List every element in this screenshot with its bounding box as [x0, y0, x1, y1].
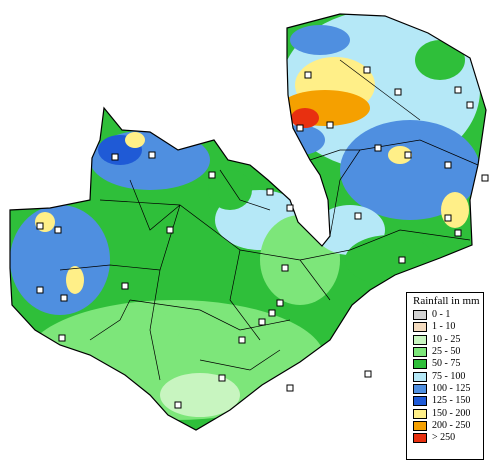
station-marker — [121, 282, 129, 290]
legend-row: > 250 — [413, 432, 479, 444]
rain-zone-south-light — [160, 373, 240, 417]
station-marker — [60, 294, 68, 302]
legend-swatch — [413, 322, 427, 333]
weather-stations — [36, 66, 489, 409]
station-marker — [276, 299, 284, 307]
station-marker — [174, 401, 182, 409]
station-marker — [481, 174, 489, 182]
station-marker — [111, 153, 119, 161]
legend-label: 200 - 250 — [432, 419, 471, 431]
station-marker — [363, 66, 371, 74]
rain-zone-north-tip — [290, 25, 350, 55]
station-marker — [374, 144, 382, 152]
station-marker — [266, 188, 274, 196]
legend-swatch — [413, 396, 427, 407]
station-marker — [444, 214, 452, 222]
province-line-8 — [339, 59, 421, 121]
station-marker — [36, 222, 44, 230]
province-line-3 — [149, 204, 181, 381]
province-line-10 — [199, 349, 281, 371]
station-marker — [218, 374, 226, 382]
province-boundaries — [59, 59, 479, 381]
legend-swatch — [413, 334, 427, 345]
legend-label: 0 - 1 — [432, 309, 451, 321]
province-line-13 — [219, 169, 271, 211]
station-marker — [281, 264, 289, 272]
legend-label: > 250 — [432, 432, 456, 444]
province-line-4 — [59, 264, 161, 271]
legend-label: 50 - 75 — [432, 358, 461, 370]
station-marker — [404, 151, 412, 159]
rain-zone-ne-green — [415, 40, 465, 80]
rain-zone-southwest — [100, 310, 180, 350]
legend-swatch — [413, 420, 427, 431]
station-marker — [444, 161, 452, 169]
station-marker — [394, 88, 402, 96]
station-marker — [304, 71, 312, 79]
legend-row: 0 - 1 — [413, 309, 479, 321]
legend-label: 150 - 200 — [432, 407, 471, 419]
country-outline — [9, 13, 487, 431]
legend-row: 25 - 50 — [413, 346, 479, 358]
legend-label: 10 - 25 — [432, 333, 461, 345]
legend-swatch — [413, 310, 427, 321]
station-marker — [286, 384, 294, 392]
legend-label: 75 - 100 — [432, 370, 466, 382]
station-marker — [354, 212, 362, 220]
legend-swatch — [413, 383, 427, 394]
station-marker — [454, 86, 462, 94]
legend-label: 1 - 10 — [432, 321, 456, 333]
station-marker — [454, 229, 462, 237]
rain-zone-west-yellow — [66, 266, 84, 294]
station-marker — [268, 309, 276, 317]
station-marker — [58, 334, 66, 342]
station-marker — [148, 151, 156, 159]
legend-row: 100 - 125 — [413, 383, 479, 395]
station-marker — [364, 370, 372, 378]
station-marker — [54, 226, 62, 234]
legend-row: 75 - 100 — [413, 370, 479, 382]
province-line-11 — [89, 299, 131, 341]
legend-row: 50 - 75 — [413, 358, 479, 370]
legend-row: 1 - 10 — [413, 321, 479, 333]
province-line-7 — [309, 149, 360, 161]
station-marker — [296, 124, 304, 132]
legend-row: 10 - 25 — [413, 334, 479, 346]
legend-swatch — [413, 433, 427, 444]
legend-label: 125 - 150 — [432, 395, 471, 407]
station-marker — [258, 318, 266, 326]
legend-swatch — [413, 408, 427, 419]
legend-row: 150 - 200 — [413, 407, 479, 419]
station-marker — [238, 336, 246, 344]
legend-swatch — [413, 359, 427, 370]
rain-zone-west — [10, 205, 110, 315]
legend-swatch — [413, 347, 427, 358]
legend-title: Rainfall in mm — [413, 295, 480, 307]
rain-zone-north-red — [291, 108, 319, 128]
province-line-5 — [299, 229, 471, 261]
station-marker — [326, 121, 334, 129]
station-marker — [208, 171, 216, 179]
station-marker — [466, 101, 474, 109]
legend-swatch — [413, 371, 427, 382]
province-line-12 — [129, 179, 181, 231]
rain-zone-east-yellow — [441, 192, 469, 228]
legend-label: 100 - 125 — [432, 382, 471, 394]
province-line-2 — [229, 249, 261, 341]
legend-label: 25 - 50 — [432, 346, 461, 358]
rain-zone-e-yellow — [388, 146, 412, 164]
legend-row: 200 - 250 — [413, 420, 479, 432]
station-marker — [398, 256, 406, 264]
station-marker — [286, 204, 294, 212]
legend-row: 125 - 150 — [413, 395, 479, 407]
station-marker — [36, 286, 44, 294]
station-marker — [166, 226, 174, 234]
rain-zone-nw-yellow — [125, 132, 145, 148]
